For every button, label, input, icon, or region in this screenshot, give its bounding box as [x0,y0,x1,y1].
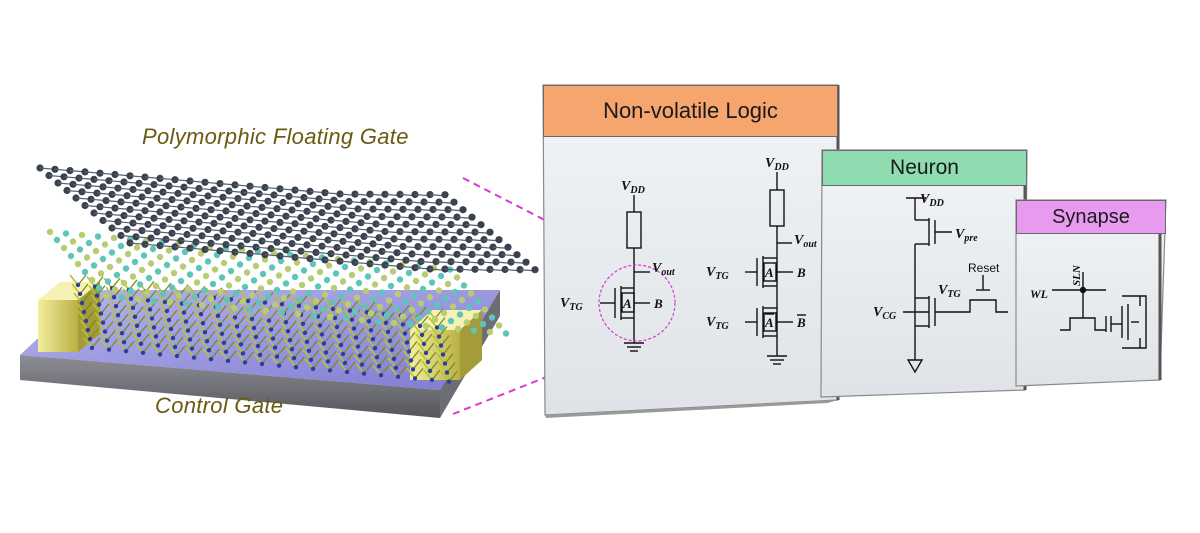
vcg-label: VCG [873,305,897,322]
reset-label: Reset [968,261,1000,275]
a-label-1: A [622,296,632,311]
vdd-label-2: VDD [765,156,789,173]
neuron-circuit [903,197,1008,374]
neuron-vtg-label: VTG [938,283,961,300]
vout-label-1: Vout [652,261,676,278]
vout-label-2: Vout [794,233,818,250]
a-label-2: A [764,265,774,280]
dark-layer [36,164,539,274]
a-bar-label: A [764,315,774,330]
wl-label: WL [1030,287,1048,301]
b-bar-label: B [796,315,806,330]
vtg-label-2b: VTG [706,315,729,332]
vtg-label-2a: VTG [706,265,729,282]
vdd-label-1: VDD [621,179,645,196]
logic-circuit-inverter [598,195,676,352]
teal-layer [46,228,510,337]
neuron-panel-header: Neuron [822,150,1027,186]
control-gate-label: Control Gate [155,393,284,418]
vtg-label-1: VTG [560,296,583,313]
polymorphic-floating-gate-label: Polymorphic Floating Gate [142,124,409,149]
neuron-vdd-label: VDD [920,192,944,209]
b-label-2: B [796,265,806,280]
b-label-1: B [653,296,663,311]
logic-circuit-nand [745,172,806,365]
synapse-circuit [1052,272,1147,349]
sln-label: SLN [1071,264,1083,286]
logic-panel-header: Non-volatile Logic [543,85,838,137]
synapse-panel-header: Synapse [1016,200,1166,234]
vpre-label: Vpre [955,227,978,244]
